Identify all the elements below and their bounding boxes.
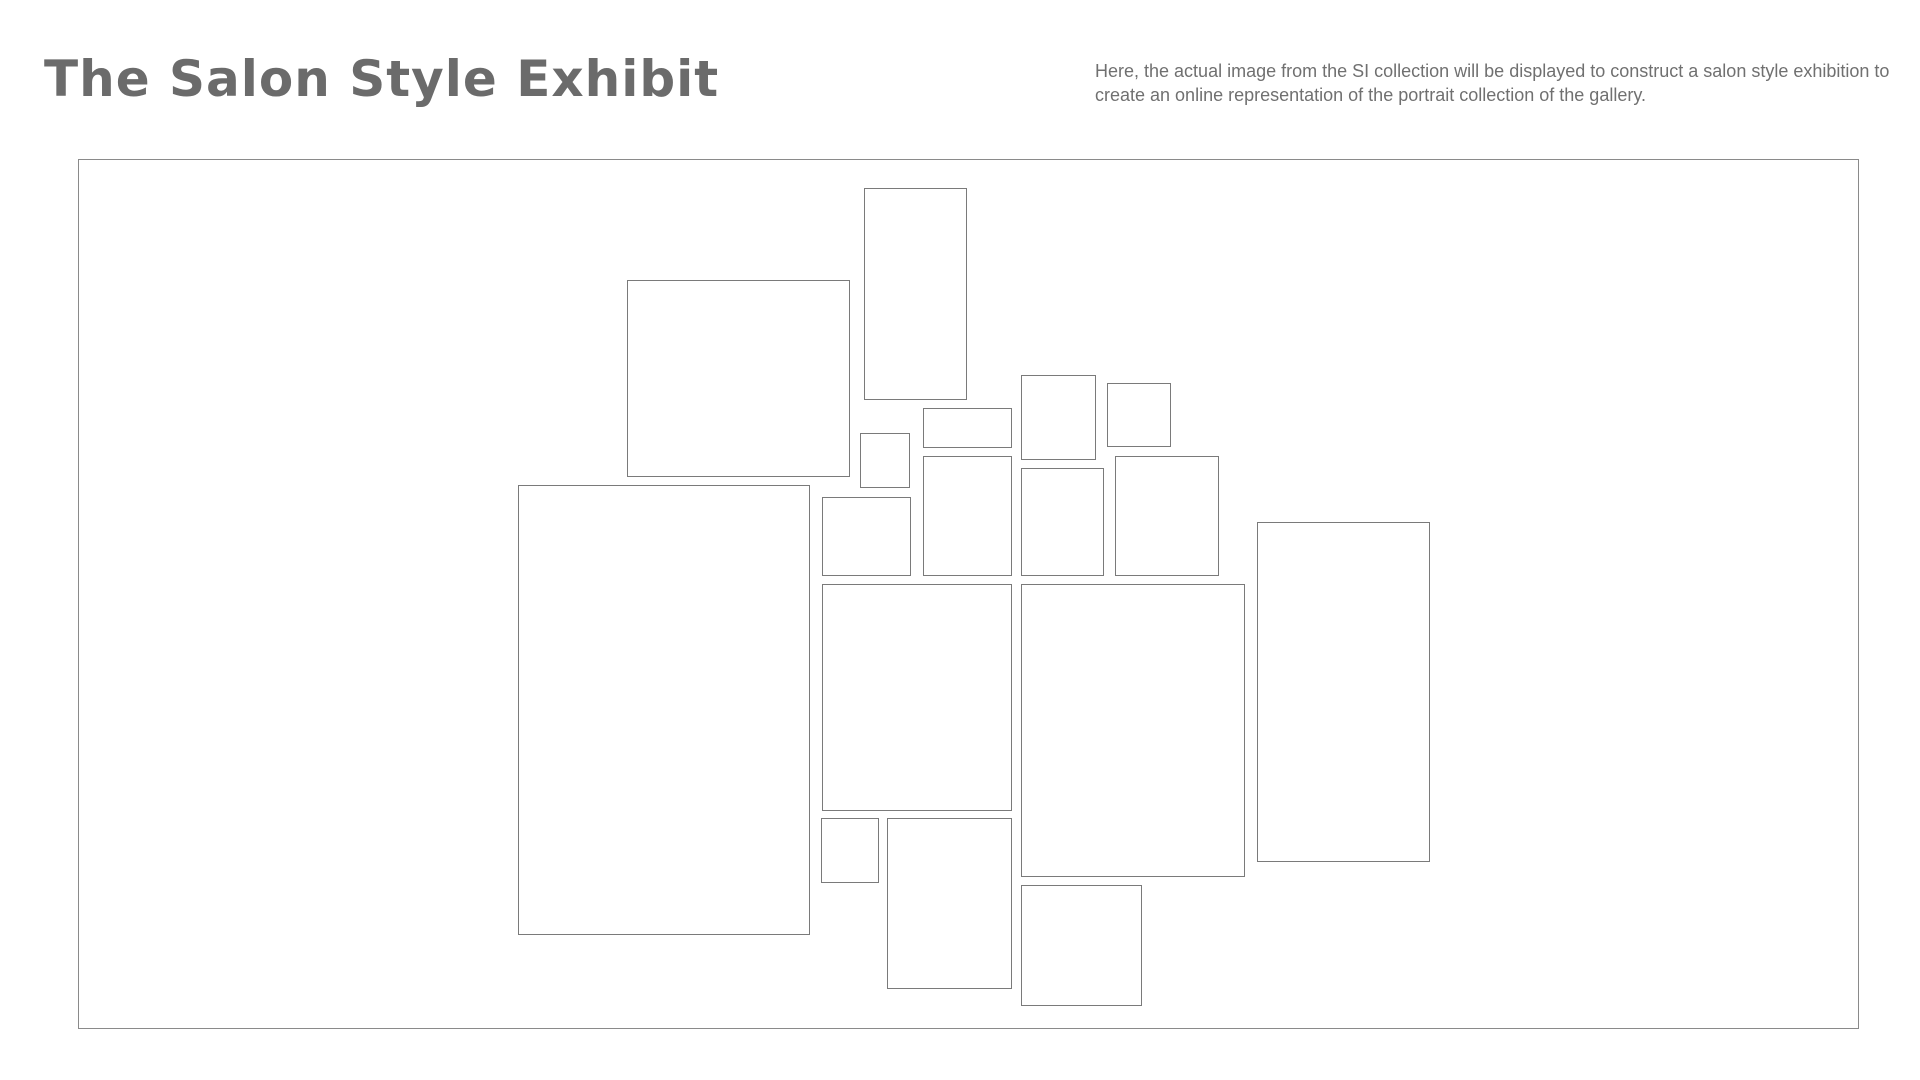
- portrait-frame-12[interactable]: [1257, 522, 1430, 862]
- portrait-frame-6[interactable]: [860, 433, 910, 488]
- portrait-frame-3[interactable]: [923, 408, 1012, 448]
- portrait-frame-7[interactable]: [923, 456, 1012, 576]
- exhibit-description: Here, the actual image from the SI colle…: [1095, 61, 1890, 105]
- portrait-frame-4[interactable]: [1021, 375, 1096, 460]
- portrait-frame-8[interactable]: [1021, 468, 1104, 576]
- portrait-frame-13[interactable]: [822, 584, 1012, 811]
- portrait-frame-10[interactable]: [518, 485, 810, 935]
- page-title: The Salon Style Exhibit: [44, 50, 720, 108]
- portrait-frame-1[interactable]: [864, 188, 967, 400]
- portrait-frame-16[interactable]: [887, 818, 1012, 989]
- portrait-frame-11[interactable]: [822, 497, 911, 576]
- portrait-frame-2[interactable]: [627, 280, 850, 477]
- salon-wall: [78, 159, 1859, 1029]
- portrait-frame-5[interactable]: [1107, 383, 1171, 447]
- portrait-frame-15[interactable]: [821, 818, 879, 883]
- portrait-frame-9[interactable]: [1115, 456, 1219, 576]
- portrait-frame-14[interactable]: [1021, 584, 1245, 877]
- portrait-frame-17[interactable]: [1021, 885, 1142, 1006]
